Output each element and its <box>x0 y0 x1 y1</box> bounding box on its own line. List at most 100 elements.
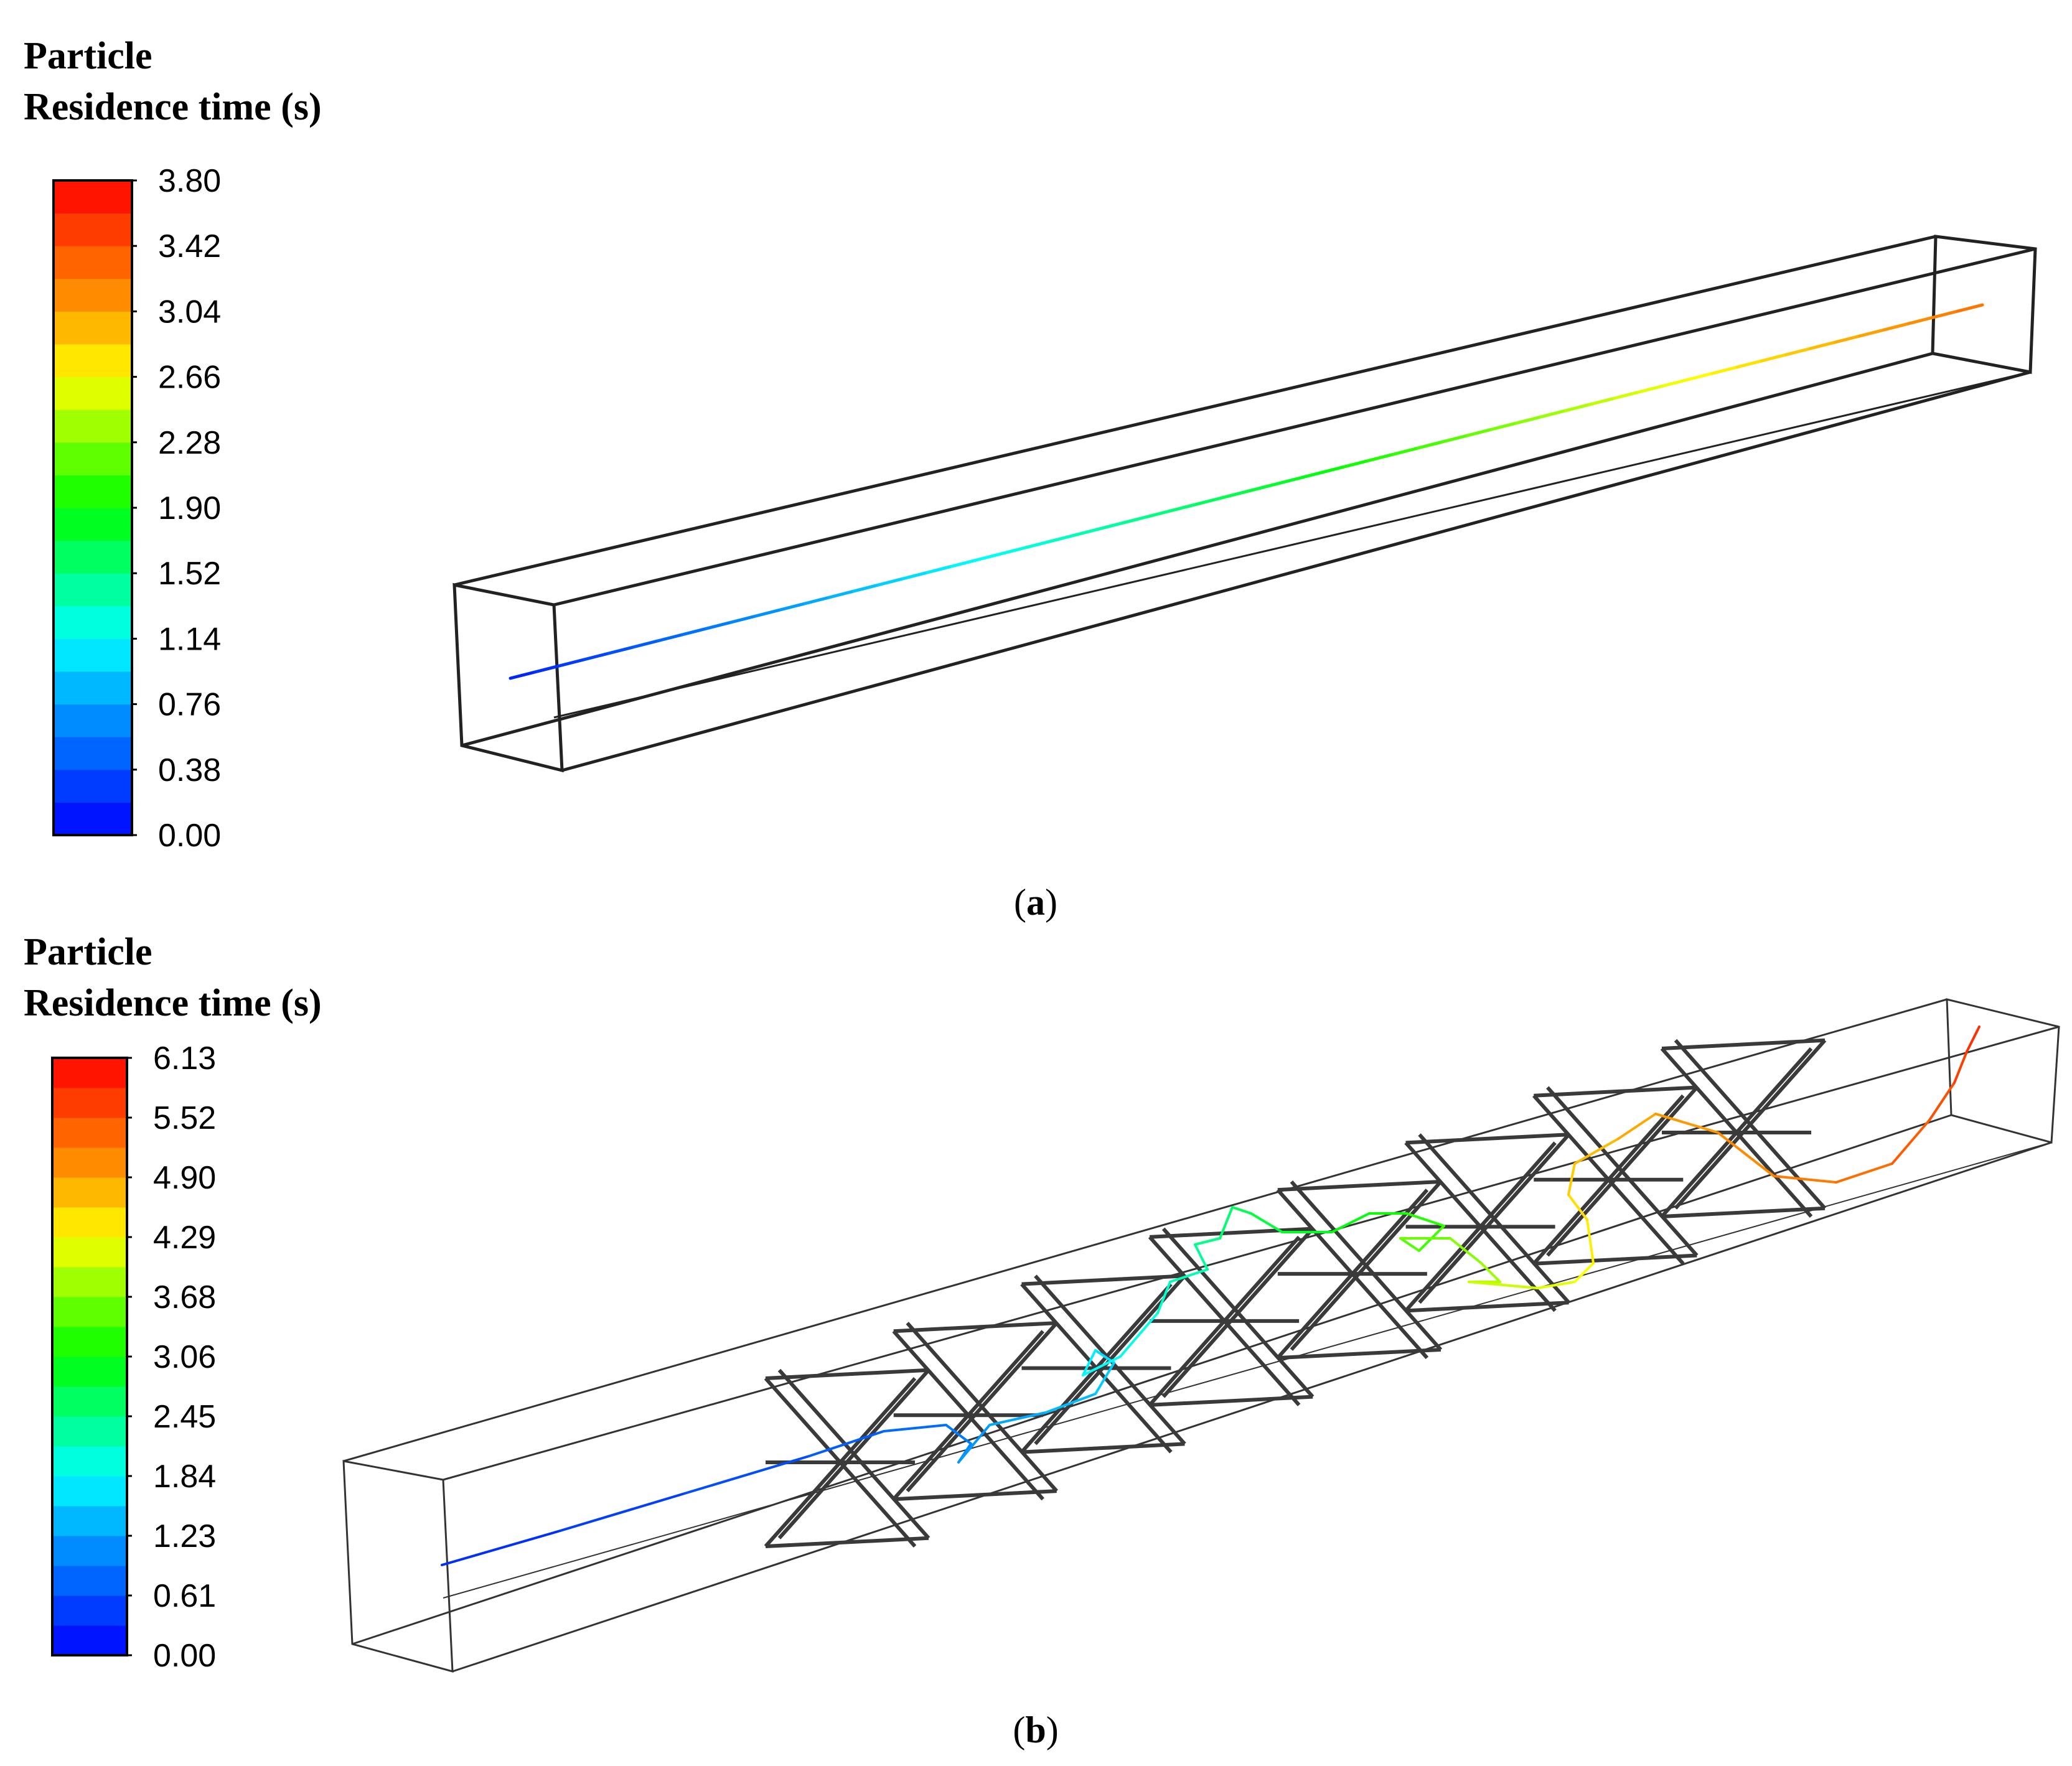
legend-b-colorbar-band <box>52 1147 127 1178</box>
mixer-blade <box>1674 1039 1827 1210</box>
track-a-segment <box>1293 471 1322 481</box>
legend-b-tick-label: 3.68 <box>153 1279 216 1315</box>
track-a-segment <box>901 571 929 581</box>
track-a-segment <box>533 664 561 674</box>
mixer-blade <box>906 1322 1058 1493</box>
track-a-segment <box>1416 440 1445 450</box>
legend-a-colorbar-band <box>54 344 132 378</box>
track-b-segment <box>1891 1119 1931 1165</box>
track-a-segment <box>803 596 831 605</box>
track-b-segment <box>1480 1262 1501 1283</box>
legend-b-colorbar-band <box>52 1237 127 1268</box>
mixer-rail <box>1534 1085 1697 1266</box>
legend-b-colorbar-band <box>52 1625 127 1656</box>
legend-a-colorbar-band <box>54 540 132 574</box>
track-b-segment <box>1468 1281 1539 1289</box>
track-a-segment <box>852 583 880 593</box>
track-b-segment <box>1194 1243 1209 1271</box>
track-b-segment <box>1082 1355 1122 1376</box>
track-b-segment <box>1449 1237 1483 1264</box>
track-a-segment <box>1784 347 1812 357</box>
track-a-segment <box>729 614 757 624</box>
track-a-segment <box>1441 434 1469 444</box>
mixer-rail <box>1661 1038 1826 1218</box>
track-b-segment <box>1966 1025 1981 1053</box>
track-b-segment <box>1586 1218 1595 1264</box>
legend-b-colorbar-band <box>52 1118 127 1148</box>
track-b-segment <box>1835 1162 1893 1184</box>
track-a-segment <box>754 608 782 618</box>
channel-b-box <box>342 998 2060 1673</box>
legend-b-colorbar-band <box>52 1506 127 1536</box>
track-a-segment <box>999 546 1028 556</box>
track-a-segment <box>1858 328 1886 338</box>
legend-a-tick-label: 3.42 <box>158 228 221 264</box>
legend-b-colorbar-band <box>52 1446 127 1477</box>
track-b-segment <box>683 1455 810 1495</box>
track-a-segment <box>1710 365 1739 375</box>
track-b-segment <box>1399 1237 1420 1252</box>
track-b-segment <box>1953 1050 1968 1084</box>
track-a-segment <box>1907 315 1935 325</box>
track-a-segment <box>1613 390 1641 400</box>
track-a-segment <box>1024 540 1052 549</box>
track-a-segment <box>1245 484 1273 493</box>
panel-a: Particle Residence time (s) 3.803.423.04… <box>24 35 2037 923</box>
legend-a-colorbar-band <box>54 573 132 607</box>
legend-b-colorbar-band <box>52 1536 127 1566</box>
track-a-segment <box>582 652 611 661</box>
track-a-segment <box>1882 322 1911 332</box>
legend-a-title-line2: Residence time (s) <box>24 86 322 128</box>
legend-b-colorbar-band <box>52 1207 127 1238</box>
track-a-segment <box>827 589 856 599</box>
track-a-segment <box>1637 384 1666 394</box>
track-a-segment <box>1809 340 1837 350</box>
track-b-segment <box>1119 1312 1159 1358</box>
legend-b-tick-label: 0.00 <box>153 1638 216 1674</box>
track-a-segment <box>926 564 954 574</box>
legend-a-colorbar-band <box>54 409 132 443</box>
track-a-segment <box>1073 527 1101 537</box>
track-a-segment <box>1563 403 1592 413</box>
track-b-segment <box>1928 1082 1956 1121</box>
legend-a-colorbar-band <box>54 671 132 705</box>
legend-a-tick-label: 0.38 <box>158 752 221 788</box>
mixer-blade <box>1161 1227 1315 1398</box>
track-a-segment <box>1146 508 1174 518</box>
track-a-segment <box>1662 378 1690 388</box>
legend-b-colorbar-band <box>52 1566 127 1596</box>
particle-track-b <box>441 1025 1981 1566</box>
track-a-segment <box>1392 446 1420 456</box>
track-a-segment <box>1490 421 1518 431</box>
track-a-segment <box>1048 533 1077 543</box>
track-a-segment <box>950 558 978 568</box>
legend-b-tick-label: 1.84 <box>153 1459 216 1495</box>
legend-a-title-line1: Particle <box>24 35 152 77</box>
legend-b-colorbar-band <box>52 1386 127 1417</box>
legend-b-colorbar-band <box>52 1177 127 1208</box>
legend-a-tick-label: 3.04 <box>158 294 221 330</box>
legend-a-colorbar: 3.803.423.042.662.281.901.521.140.760.38… <box>52 163 221 854</box>
track-a-segment <box>1097 521 1125 531</box>
legend-b-title-line2: Residence time (s) <box>24 982 322 1024</box>
legend-b-title-line1: Particle <box>24 931 152 973</box>
track-a-segment <box>1196 496 1224 506</box>
legend-a-colorbar-band <box>54 638 132 672</box>
track-a-segment <box>1269 477 1297 487</box>
track-b-segment <box>1156 1281 1171 1314</box>
legend-a-colorbar-band <box>54 376 132 410</box>
track-b-segment <box>1231 1206 1252 1215</box>
mixer-blade <box>1418 1133 1570 1304</box>
legend-b-colorbar-band <box>52 1088 127 1118</box>
particle-track-a <box>509 303 1984 680</box>
legend-b-colorbar-band <box>52 1476 127 1507</box>
mixer-blade <box>777 1368 931 1539</box>
track-a-segment <box>1367 452 1395 462</box>
track-b-segment <box>957 1424 991 1464</box>
legend-a-tick-label: 0.76 <box>158 687 221 723</box>
mixer-rail <box>1149 1226 1313 1407</box>
track-b-segment <box>1717 1131 1775 1177</box>
track-b-segment <box>1194 1237 1221 1246</box>
track-b-segment <box>1654 1113 1719 1134</box>
